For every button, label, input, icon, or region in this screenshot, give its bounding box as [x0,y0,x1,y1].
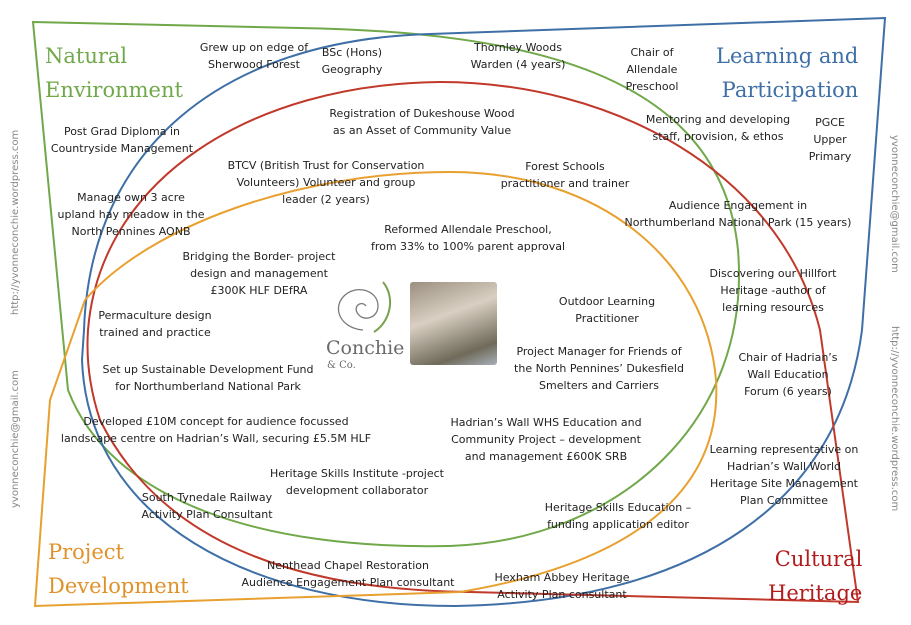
list-item: Hexham Abbey Heritage Activity Plan cons… [494,571,630,601]
portrait-photo [410,282,497,365]
shell-logo-icon [338,281,391,333]
list-item: Discovering our Hillfort Heritage -autho… [709,267,837,314]
list-item: Post Grad Diploma in Countryside Managem… [50,125,194,155]
website-link[interactable]: http://yvonneconchie.wordpress.com [10,129,21,315]
list-item: Mentoring and developing staff, provisio… [645,113,791,143]
list-item: South Tynedale Railway Activity Plan Con… [141,491,273,521]
category-project-development: Project Development [48,540,189,598]
list-item: BTCV (British Trust for Conservation Vol… [227,159,425,206]
list-item: Developed £10M concept for audience focu… [60,415,372,445]
logo-sub: & Co. [327,360,356,371]
list-item: PGCE Upper Primary [808,116,852,163]
natural-environment-boundary [31,20,741,548]
list-item: Grew up on edge of Sherwood Forest [199,41,309,71]
list-item: Learning representative on Hadrian’s Wal… [709,443,859,507]
list-item: Hadrian’s Wall WHS Education and Communi… [450,416,642,463]
list-item: Nenthead Chapel Restoration Audience Eng… [241,559,455,589]
list-item: Chair of Allendale Preschool [625,46,679,93]
list-item: Manage own 3 acre upland hay meadow in t… [57,191,205,238]
list-item: Bridging the Border- project design and … [182,250,336,297]
list-item: Forest Schools practitioner and trainer [500,160,630,190]
list-item: Set up Sustainable Development Fund for … [102,363,314,393]
list-item: Registration of Dukeshouse Wood as an As… [329,107,515,137]
list-item: Project Manager for Friends of the North… [514,345,684,392]
project-development-boundary [33,170,718,608]
list-item: Reformed Allendale Preschool, from 33% t… [370,223,566,253]
list-item: Outdoor Learning Practitioner [558,295,656,325]
website-link[interactable]: http://yvonneconchie.wordpress.com [889,326,900,512]
category-learning-participation: Learning and Participation [716,44,859,102]
learning-participation-boundary [80,16,887,608]
list-item: Thornley Woods Warden (4 years) [470,41,566,71]
list-item: Heritage Skills Institute -project devel… [270,467,444,497]
list-item: Heritage Skills Education – funding appl… [544,501,692,531]
list-item: BSc (Hons) Geography [321,46,383,76]
cultural-heritage-boundary [86,80,860,604]
category-cultural-heritage: Cultural Heritage [768,547,863,605]
email-link[interactable]: yvonneconchie@gmail.com [889,135,900,273]
list-item: Audience Engagement in Northumberland Na… [624,199,852,229]
email-link[interactable]: yvonneconchie@gmail.com [10,370,21,508]
list-item: Chair of Hadrian’s Wall Education Forum … [738,351,838,398]
list-item: Permaculture design trained and practice [98,309,212,339]
category-natural-environment: Natural Environment [45,44,183,102]
logo-name: Conchie [326,337,405,359]
